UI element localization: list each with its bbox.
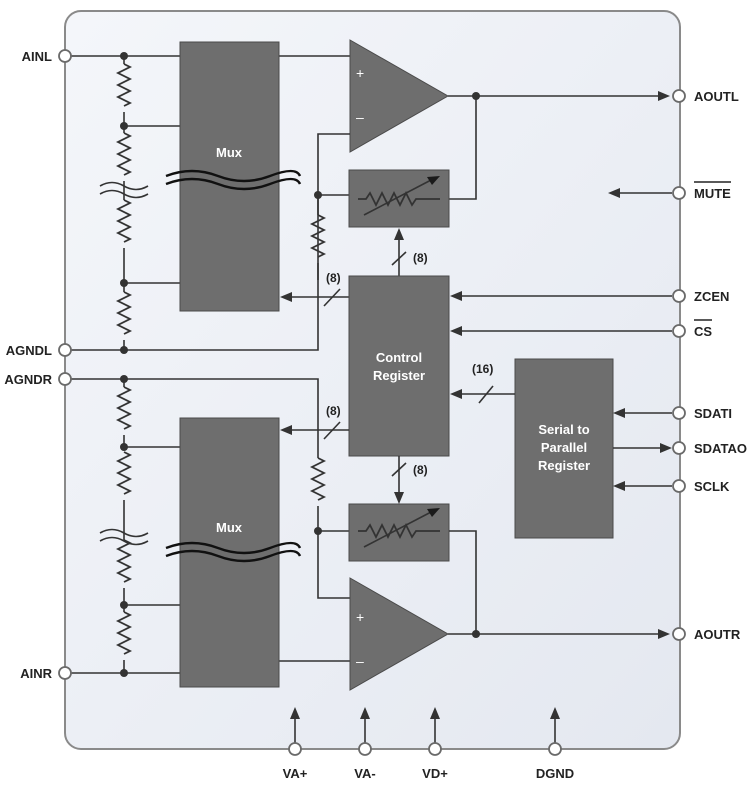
bus-label-serial: (16) [472,362,493,376]
pin-agndr [58,372,72,386]
label-sdatao: SDATAO [694,441,747,456]
label-vdp: VD+ [422,766,448,781]
gain-resistor [309,214,327,258]
label-vap: VA+ [283,766,308,781]
control-register-block [348,275,450,457]
ladder-resistor [115,539,133,583]
bus-label-top-vol: (8) [413,251,428,265]
serial-register-label-1: Serial to [538,422,589,437]
label-sclk: SCLK [694,479,730,494]
ladder-resistor [115,132,133,176]
bottom-channel: Mux + – [71,375,670,691]
label-aoutl: AOUTL [694,89,739,104]
pin-vap [288,742,302,756]
ladder-resistor [115,291,133,335]
bus-label-bottom-vol: (8) [413,463,428,477]
pin-dgnd [548,742,562,756]
label-agndl: AGNDL [6,343,52,358]
control-register-label-1: Control [376,350,422,365]
mux-bottom-label: Mux [216,520,243,535]
pin-cs [672,324,686,338]
amp-top-minus: – [356,109,364,125]
label-zcen: ZCEN [694,289,729,304]
amplifier-top [349,39,450,153]
label-vam: VA- [354,766,375,781]
pin-agndl [58,343,72,357]
ladder-resistor [115,199,133,243]
amp-bottom-plus: + [356,609,364,625]
mux-block-top [179,41,280,312]
serial-register-block [514,358,614,539]
pin-aoutl [672,89,686,103]
label-dgnd: DGND [536,766,574,781]
gain-resistor [309,457,327,501]
pin-ainl [58,49,72,63]
pin-zcen [672,289,686,303]
label-sdati: SDATI [694,406,732,421]
top-channel: Mux + – [71,39,670,354]
pin-sdati [672,406,686,420]
bus-label-top-mux: (8) [326,271,341,285]
ladder-resistor [115,451,133,495]
ladder-resistor [115,611,133,655]
pin-ainr [58,666,72,680]
serial-register-label-3: Register [538,458,590,473]
serial-register-label-2: Parallel [541,440,587,455]
pin-mute [672,186,686,200]
label-ainl: AINL [22,49,52,64]
ladder-resistor [115,386,133,430]
pin-sclk [672,479,686,493]
pin-vdp [428,742,442,756]
amplifier-bottom [349,577,450,691]
amp-top-plus: + [356,65,364,81]
ladder-resistor [115,63,133,107]
bus-label-bottom-mux: (8) [326,404,341,418]
label-agndr: AGNDR [4,372,52,387]
pin-aoutr [672,627,686,641]
control-register-label-2: Register [373,368,425,383]
label-ainr: AINR [20,666,52,681]
label-cs: CS [694,324,712,339]
label-aoutr: AOUTR [694,627,741,642]
pin-vam [358,742,372,756]
pin-sdatao [672,441,686,455]
label-mute: MUTE [694,186,731,201]
mux-top-label: Mux [216,145,243,160]
amp-bottom-minus: – [356,653,364,669]
